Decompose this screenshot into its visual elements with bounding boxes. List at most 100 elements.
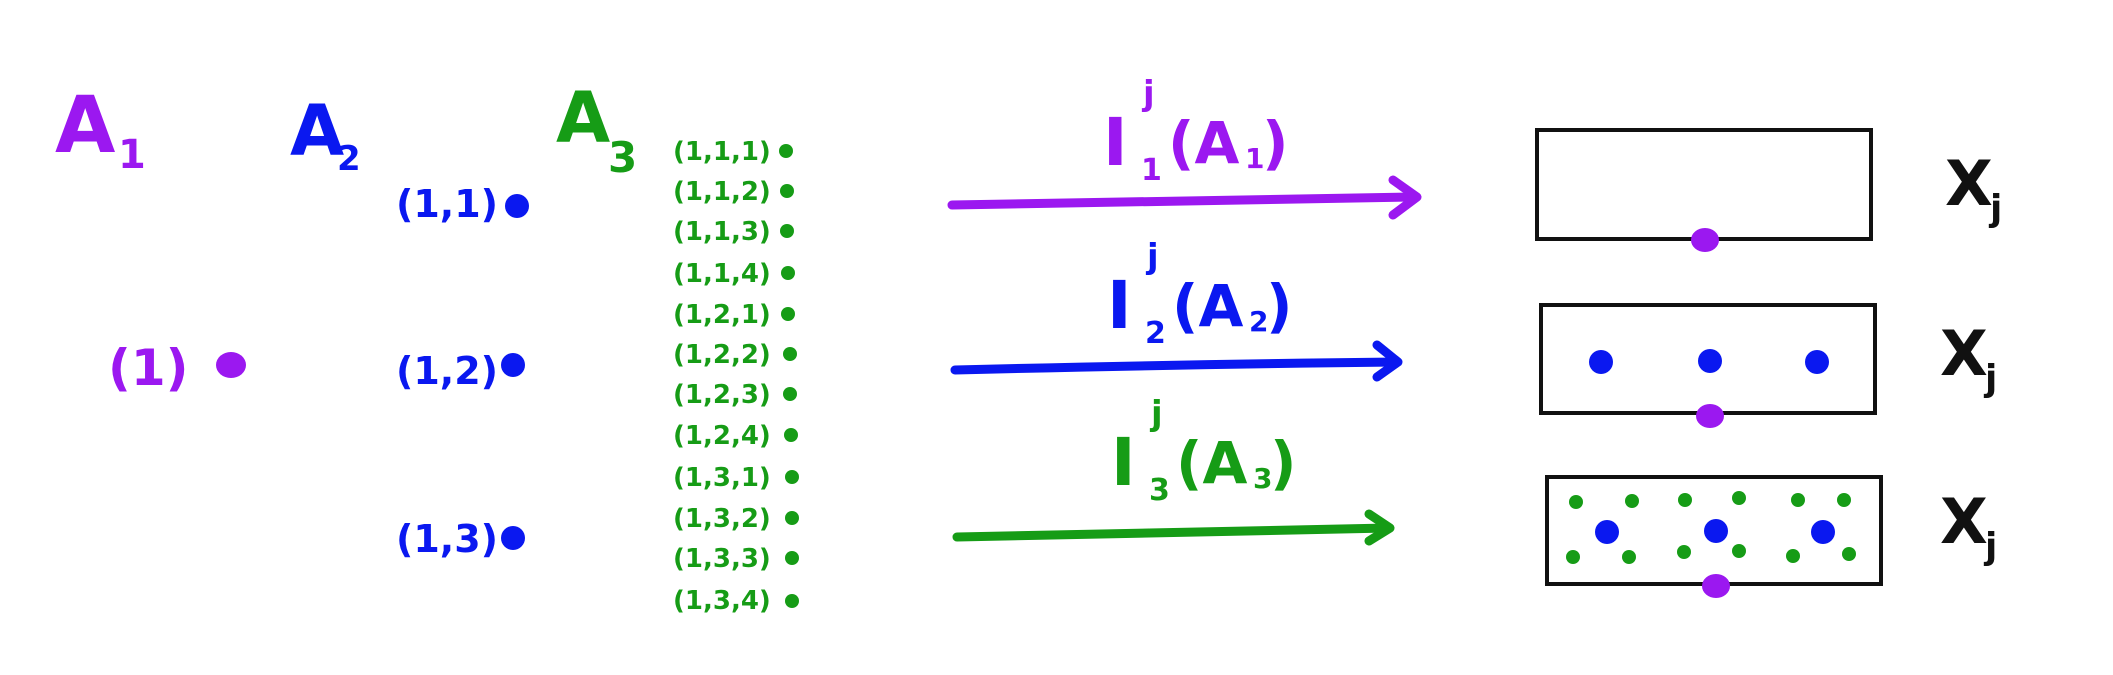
a1-node-label: (1) <box>108 339 189 397</box>
space-subscript: j <box>1983 358 1997 399</box>
arrow-head <box>1372 340 1403 382</box>
a3-node-dot <box>781 307 795 321</box>
a3-node: (1,2,3) <box>673 380 797 410</box>
target-box-1 <box>1535 128 1873 252</box>
box-green-dot <box>1842 547 1856 561</box>
box-blue-dot <box>1811 520 1835 544</box>
arrow-head <box>1388 175 1422 220</box>
box-green-dot <box>1732 491 1746 505</box>
a3-node: (1,3,2) <box>673 504 799 534</box>
a3-node-label: (1,1,1) <box>673 137 771 167</box>
space-name: X <box>1945 147 1993 220</box>
box-green-dot <box>1791 493 1805 507</box>
a2-node-label: (1,3) <box>396 517 498 561</box>
box-blue-dot <box>1589 350 1613 374</box>
a3-node-dot <box>785 551 799 565</box>
map-argument-subscript: 1 <box>1245 142 1264 175</box>
box-green-dot <box>1622 550 1636 564</box>
a3-node: (1,1,1) <box>673 137 793 167</box>
space-name: X <box>1940 317 1988 390</box>
space-label-2: X j <box>1940 317 1997 399</box>
space-label-3: X j <box>1940 485 1997 567</box>
a2-subscript: 2 <box>337 139 361 179</box>
map-arrow-2 <box>950 340 1403 382</box>
target-box-2 <box>1539 303 1877 428</box>
a2-node-dot <box>501 353 525 377</box>
a3-node-dot <box>780 224 794 238</box>
box-purple-dot <box>1696 404 1724 428</box>
a3-node-dot <box>781 266 795 280</box>
a3-node-label: (1,2,2) <box>673 340 771 370</box>
a3-node-label: (1,3,3) <box>673 544 771 574</box>
box-green-dot <box>1566 550 1580 564</box>
space-label-1: X j <box>1945 147 2002 229</box>
map-symbol: I <box>1103 104 1128 181</box>
box-purple-dot <box>1691 228 1719 252</box>
box-green-dot <box>1786 549 1800 563</box>
map-close-paren: ) <box>1270 429 1297 497</box>
map-argument: (A <box>1172 272 1244 340</box>
target-box-3 <box>1545 475 1883 598</box>
a2-name: A <box>290 90 344 172</box>
a3-node-dot <box>785 511 799 525</box>
box-green-dot <box>1837 493 1851 507</box>
a3-subscript: 3 <box>608 133 637 182</box>
box-blue-dot <box>1595 520 1619 544</box>
box-green-dot <box>1569 495 1583 509</box>
a3-node-dot <box>784 428 798 442</box>
space-subscript: j <box>1983 526 1997 567</box>
a3-node-label: (1,2,1) <box>673 300 771 330</box>
a3-node: (1,3,4) <box>673 586 799 616</box>
map-arrow-1 <box>947 175 1422 220</box>
a1-subscript: 1 <box>118 132 146 178</box>
arrow-shaft <box>947 192 1420 210</box>
arrow-shaft <box>952 523 1393 542</box>
a3-node-label: (1,1,4) <box>673 259 771 289</box>
map-argument: (A <box>1176 429 1248 497</box>
map-label-2: I j 2 (A 2 ) <box>1107 237 1293 351</box>
a3-node: (1,1,4) <box>673 259 795 289</box>
space-subscript: j <box>1988 188 2002 229</box>
a3-node: (1,3,3) <box>673 544 799 574</box>
a3-node-dot <box>783 387 797 401</box>
map-argument-subscript: 2 <box>1249 305 1268 338</box>
a3-node-dot <box>785 470 799 484</box>
a2-header: A 2 <box>290 90 361 179</box>
a1-header: A 1 <box>55 81 146 178</box>
a3-node: (1,2,1) <box>673 300 795 330</box>
box-green-dot <box>1732 544 1746 558</box>
a2-node-dot <box>505 194 529 218</box>
a3-node: (1,2,4) <box>673 421 798 451</box>
a3-node-label: (1,3,1) <box>673 463 771 493</box>
a3-node-dot <box>780 184 794 198</box>
box-green-dot <box>1677 545 1691 559</box>
map-superscript: j <box>1141 74 1155 114</box>
box-green-dot <box>1678 493 1692 507</box>
a3-node-label: (1,2,4) <box>673 421 771 451</box>
a1-name: A <box>55 81 115 171</box>
a3-name: A <box>556 77 610 159</box>
map-argument: (A <box>1168 109 1240 177</box>
map-superscript: j <box>1149 394 1163 434</box>
box-purple-dot <box>1702 574 1730 598</box>
map-label-1: I j 1 (A 1 ) <box>1103 74 1289 188</box>
map-subscript: 3 <box>1149 473 1170 508</box>
a2-node: (1,1) <box>396 182 529 226</box>
a3-node-dot <box>779 144 793 158</box>
a3-header: A 3 <box>556 77 637 182</box>
arrow-shaft <box>950 357 1401 375</box>
a3-node-label: (1,3,2) <box>673 504 771 534</box>
a3-node-dot <box>785 594 799 608</box>
a2-node-label: (1,2) <box>396 349 498 393</box>
a2-node-label: (1,1) <box>396 182 498 226</box>
box-outline <box>1535 128 1873 241</box>
map-close-paren: ) <box>1266 272 1293 340</box>
a2-node: (1,3) <box>396 517 525 561</box>
a2-node-dot <box>501 526 525 550</box>
a3-node-label: (1,1,2) <box>673 177 771 207</box>
box-blue-dot <box>1805 350 1829 374</box>
a3-node: (1,3,1) <box>673 463 799 493</box>
box-green-dot <box>1625 494 1639 508</box>
a1-node-dot <box>216 352 246 378</box>
